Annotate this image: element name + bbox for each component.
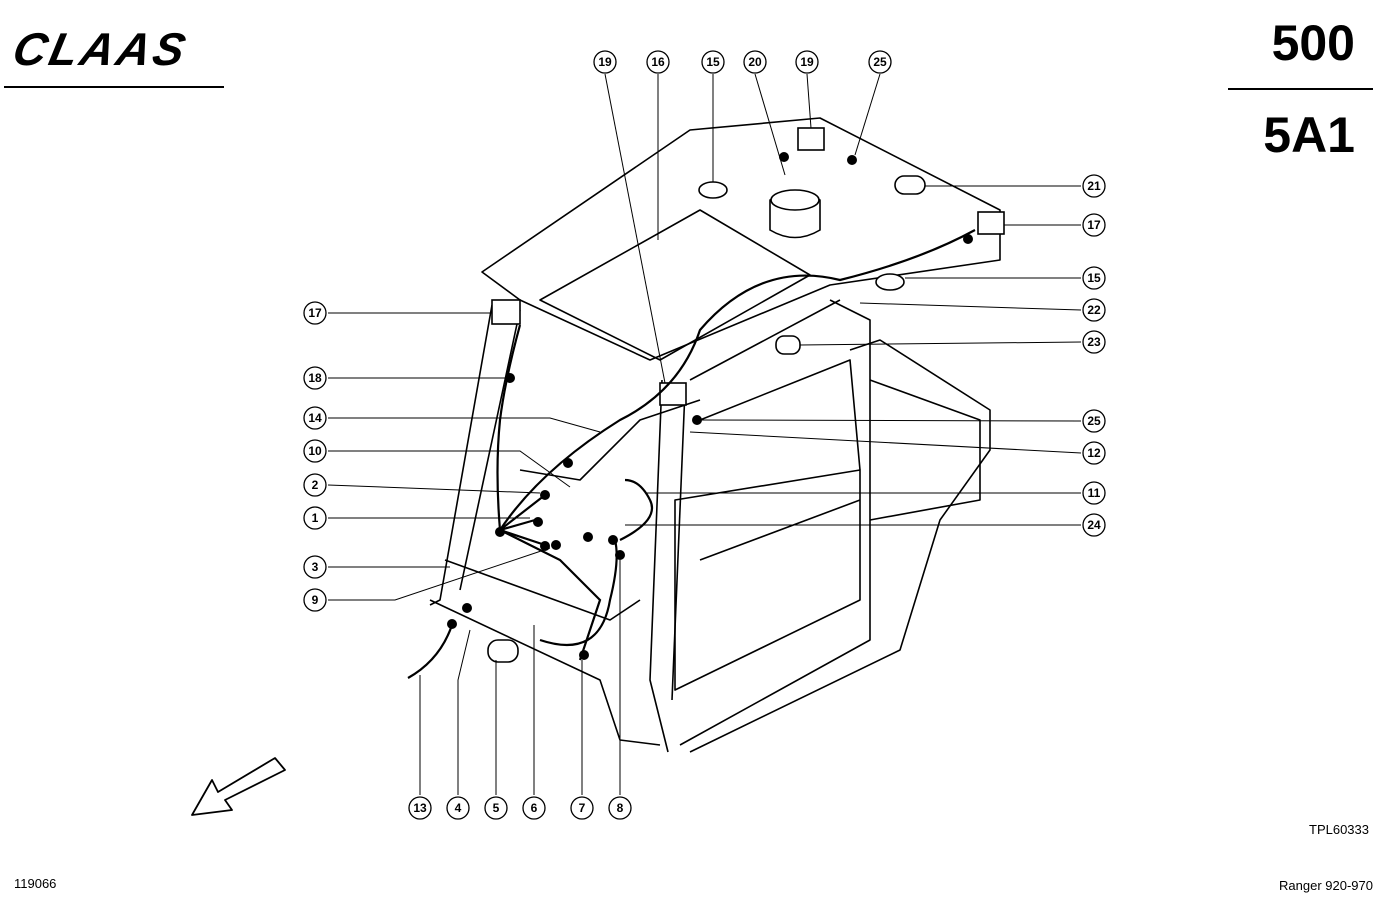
callout-20[interactable]: 20: [743, 50, 767, 74]
callout-16[interactable]: 16: [646, 50, 670, 74]
svg-text:11: 11: [1088, 486, 1101, 500]
svg-text:19: 19: [598, 55, 612, 69]
callout-25-top[interactable]: 25: [868, 50, 892, 74]
page-number: 500: [1271, 15, 1355, 71]
svg-text:23: 23: [1087, 335, 1101, 349]
svg-text:2: 2: [312, 478, 319, 492]
callout-8[interactable]: 8: [608, 796, 632, 820]
svg-text:25: 25: [1087, 414, 1101, 428]
callout-11[interactable]: 11: [1082, 481, 1106, 505]
svg-text:22: 22: [1087, 303, 1101, 317]
svg-text:6: 6: [531, 801, 538, 815]
callout-2[interactable]: 2: [303, 473, 327, 497]
svg-text:8: 8: [617, 801, 624, 815]
callout-14[interactable]: 14: [303, 406, 327, 430]
arrow-down-left-icon: [191, 757, 286, 816]
model-range: Ranger 920-970: [1279, 878, 1373, 893]
cab-structure: [429, 117, 1001, 753]
group-code: 5A1: [1263, 107, 1355, 163]
callout-9[interactable]: 9: [303, 588, 327, 612]
svg-text:1: 1: [312, 511, 319, 525]
wiring-harness: [407, 229, 976, 679]
svg-text:15: 15: [706, 55, 720, 69]
svg-text:17: 17: [1087, 218, 1101, 232]
roof-components: [487, 127, 1005, 663]
svg-text:16: 16: [651, 55, 665, 69]
svg-text:5: 5: [493, 801, 500, 815]
document-number: 119066: [14, 876, 57, 891]
leader-lines: [327, 73, 1082, 795]
connection-points: [447, 152, 973, 660]
svg-text:24: 24: [1087, 518, 1101, 532]
callout-24[interactable]: 24: [1082, 513, 1106, 537]
svg-text:14: 14: [308, 411, 322, 425]
callout-22[interactable]: 22: [1082, 298, 1106, 322]
drawing-reference: TPL60333: [1309, 822, 1369, 837]
svg-text:9: 9: [312, 593, 319, 607]
callout-17-right[interactable]: 17: [1082, 213, 1106, 237]
callout-23[interactable]: 23: [1082, 330, 1106, 354]
svg-text:15: 15: [1087, 271, 1101, 285]
callout-15-right[interactable]: 15: [1082, 266, 1106, 290]
svg-text:3: 3: [312, 560, 319, 574]
svg-text:7: 7: [579, 801, 586, 815]
callout-17-left[interactable]: 17: [303, 301, 327, 325]
logo-underline: [4, 86, 224, 88]
svg-text:25: 25: [873, 55, 887, 69]
svg-text:10: 10: [308, 444, 322, 458]
callout-19-roof-left[interactable]: 19: [593, 50, 617, 74]
svg-text:18: 18: [308, 371, 322, 385]
svg-text:20: 20: [748, 55, 762, 69]
callout-4[interactable]: 4: [446, 796, 470, 820]
callout-7[interactable]: 7: [570, 796, 594, 820]
callout-15-top[interactable]: 15: [701, 50, 725, 74]
callout-3[interactable]: 3: [303, 555, 327, 579]
callout-1[interactable]: 1: [303, 506, 327, 530]
callout-18[interactable]: 18: [303, 366, 327, 390]
svg-text:21: 21: [1087, 179, 1101, 193]
callout-21[interactable]: 21: [1082, 174, 1106, 198]
svg-text:12: 12: [1087, 446, 1101, 460]
callout-5[interactable]: 5: [484, 796, 508, 820]
svg-text:4: 4: [455, 801, 462, 815]
svg-text:19: 19: [800, 55, 814, 69]
part-callouts: 19 16 15 20 19 25 21 17 15 22 23 25 12 1…: [303, 50, 1106, 820]
callout-13[interactable]: 13: [408, 796, 432, 820]
page-number-divider: [1228, 88, 1373, 90]
callout-12[interactable]: 12: [1082, 441, 1106, 465]
callout-6[interactable]: 6: [522, 796, 546, 820]
svg-text:13: 13: [413, 801, 427, 815]
callout-10[interactable]: 10: [303, 439, 327, 463]
callout-19-roof-right[interactable]: 19: [795, 50, 819, 74]
svg-text:17: 17: [308, 306, 322, 320]
callout-25-right[interactable]: 25: [1082, 409, 1106, 433]
